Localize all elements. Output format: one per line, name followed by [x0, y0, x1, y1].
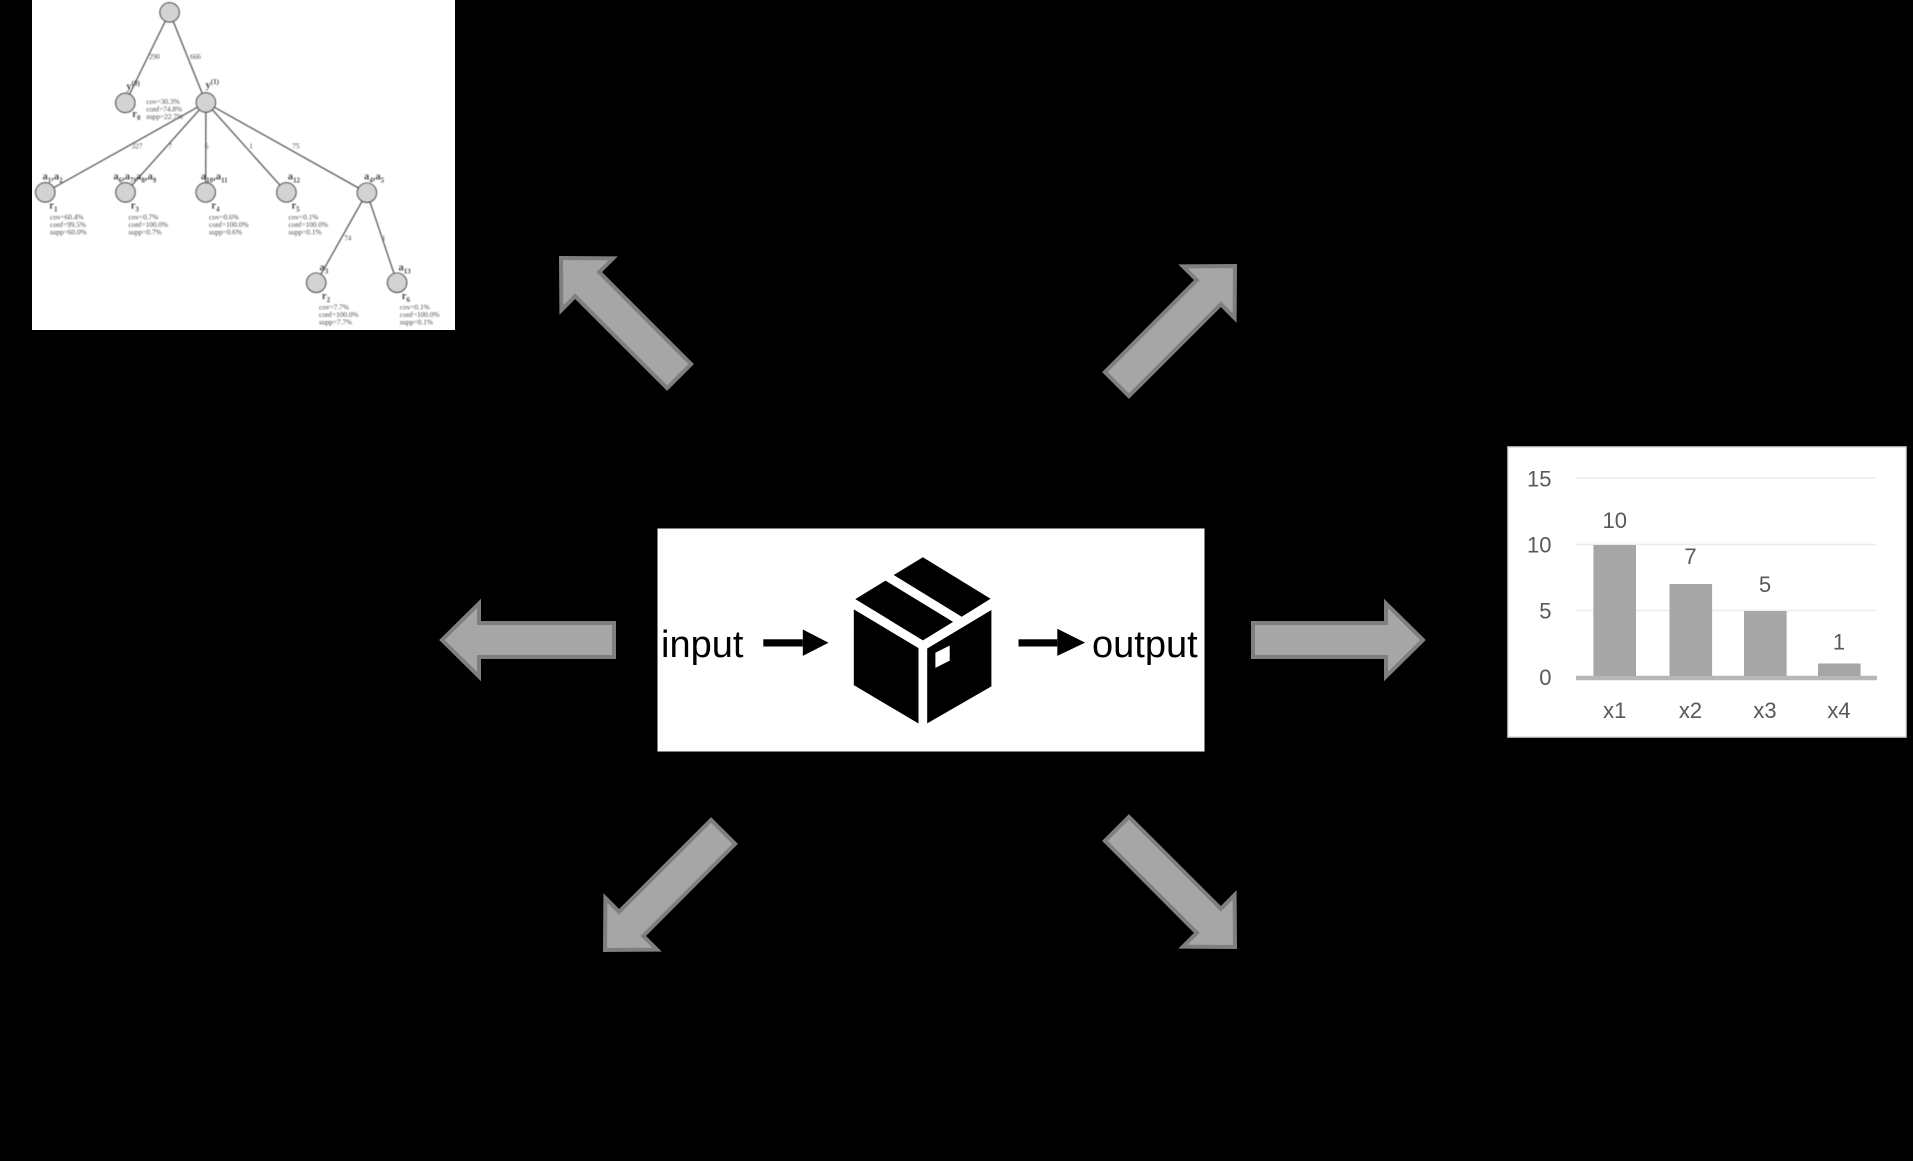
svg-text:cov=0.1%: cov=0.1%	[400, 303, 430, 312]
svg-text:7: 7	[1684, 544, 1696, 569]
svg-text:conf=100.0%: conf=100.0%	[319, 310, 359, 319]
svg-text:output: output	[1092, 624, 1198, 666]
svg-text:a3: a3	[320, 263, 329, 276]
svg-text:supp=22.7%: supp=22.7%	[146, 112, 183, 121]
svg-text:cov=0.7%: cov=0.7%	[129, 213, 159, 222]
svg-text:x2: x2	[1679, 698, 1702, 723]
svg-text:conf=100.0%: conf=100.0%	[129, 220, 169, 229]
svg-text:7: 7	[168, 143, 172, 151]
svg-text:input: input	[661, 624, 744, 666]
svg-text:1: 1	[1833, 630, 1845, 655]
svg-text:x3: x3	[1753, 698, 1776, 723]
svg-text:6: 6	[205, 143, 209, 151]
svg-text:a4,a5: a4,a5	[364, 172, 385, 185]
svg-text:10: 10	[1527, 533, 1551, 558]
svg-text:15: 15	[1527, 467, 1551, 492]
svg-text:supp=0.6%: supp=0.6%	[209, 228, 242, 237]
svg-text:cov=7.7%: cov=7.7%	[319, 303, 349, 312]
svg-text:1: 1	[382, 235, 386, 243]
svg-text:5: 5	[1539, 599, 1551, 624]
svg-text:conf=100.0%: conf=100.0%	[289, 220, 329, 229]
svg-text:cov=0.1%: cov=0.1%	[289, 213, 319, 222]
svg-text:conf=99.5%: conf=99.5%	[50, 220, 86, 229]
svg-text:327: 327	[132, 143, 143, 151]
svg-text:1: 1	[249, 143, 253, 151]
svg-text:x1: x1	[1603, 698, 1626, 723]
svg-text:cov=0.6%: cov=0.6%	[209, 213, 239, 222]
svg-text:r2: r2	[322, 291, 331, 304]
svg-text:supp=7.7%: supp=7.7%	[319, 318, 352, 327]
svg-text:supp=0.1%: supp=0.1%	[289, 228, 322, 237]
svg-text:a6,a7,a8,a9: a6,a7,a8,a9	[113, 172, 156, 185]
svg-text:r3: r3	[131, 201, 140, 214]
svg-text:a1,a2: a1,a2	[43, 172, 64, 185]
svg-text:10: 10	[1602, 508, 1626, 533]
svg-text:supp=0.1%: supp=0.1%	[400, 318, 433, 327]
svg-text:supp=60.0%: supp=60.0%	[50, 228, 87, 237]
svg-text:conf=100.0%: conf=100.0%	[400, 310, 440, 319]
svg-text:5: 5	[1759, 572, 1771, 597]
svg-text:conf=74.8%: conf=74.8%	[146, 105, 182, 114]
svg-text:supp=0.7%: supp=0.7%	[129, 228, 162, 237]
svg-text:666: 666	[190, 53, 201, 61]
svg-text:r4: r4	[211, 201, 220, 214]
svg-text:75: 75	[292, 143, 300, 151]
svg-text:290: 290	[149, 53, 160, 61]
svg-text:conf=100.0%: conf=100.0%	[209, 220, 249, 229]
svg-text:cov=30.3%: cov=30.3%	[146, 97, 180, 106]
svg-text:r0: r0	[132, 109, 141, 122]
svg-text:0: 0	[1539, 665, 1551, 690]
svg-text:r1: r1	[49, 201, 58, 214]
svg-text:r6: r6	[402, 291, 411, 304]
svg-text:cov=60.4%: cov=60.4%	[50, 213, 84, 222]
svg-text:74: 74	[344, 235, 352, 243]
svg-text:x4: x4	[1827, 698, 1850, 723]
svg-text:r5: r5	[292, 201, 301, 214]
